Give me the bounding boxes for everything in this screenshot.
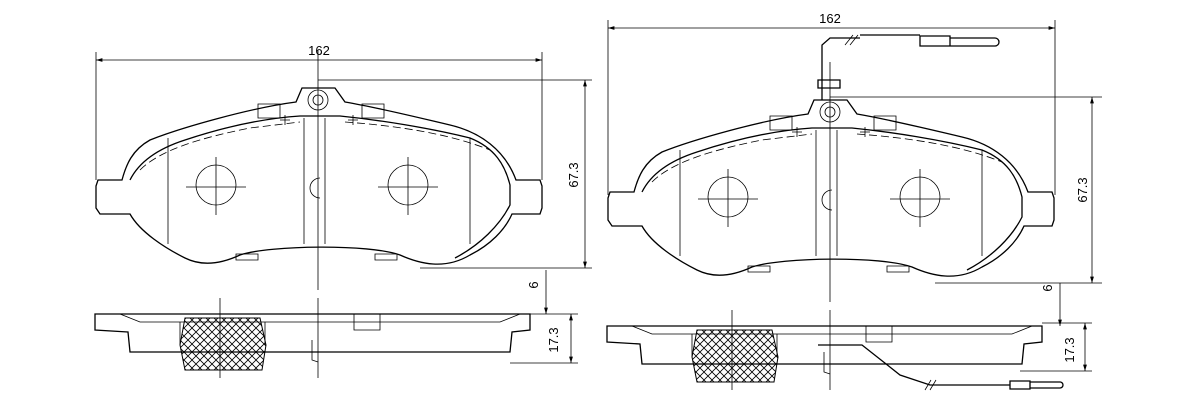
right-offset-dim: 6 [1040, 284, 1055, 291]
right-pad: 162 67.3 6 17.3 [606, 11, 1102, 391]
left-dimensions: 162 67.3 6 17.3 [95, 43, 592, 364]
left-pad: 162 67.3 6 17.3 [94, 43, 592, 379]
left-thickness-dim: 17.3 [546, 327, 561, 352]
left-height-dim: 67.3 [566, 162, 581, 187]
right-width-dim: 162 [819, 11, 841, 26]
right-height-dim: 67.3 [1075, 177, 1090, 202]
wear-sensor-wire [817, 34, 1064, 391]
left-offset-dim: 6 [526, 281, 541, 288]
left-width-dim: 162 [308, 43, 330, 58]
right-dimensions: 162 67.3 6 17.3 [607, 11, 1102, 372]
right-thickness-dim: 17.3 [1062, 337, 1077, 362]
